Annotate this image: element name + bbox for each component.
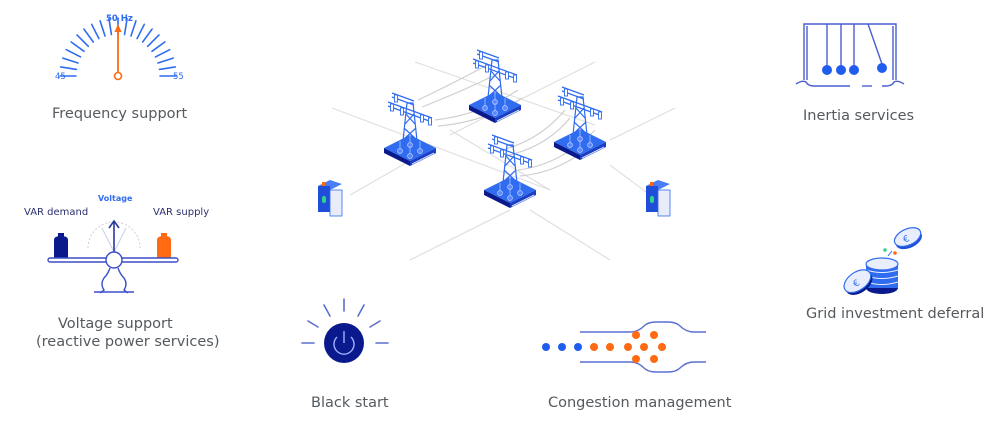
var-demand-label: VAR demand <box>24 207 89 218</box>
gauge-tick <box>154 48 171 58</box>
coin-stack-icon: € € <box>843 227 922 295</box>
power-wires <box>417 64 599 177</box>
congestion-management-label: Congestion management <box>548 395 732 411</box>
gauge-tick <box>136 23 146 40</box>
balance-scale-icon <box>47 219 179 294</box>
flow-dot-orange <box>632 355 640 363</box>
gauge-tick <box>62 57 79 64</box>
gauge-tick <box>59 66 78 71</box>
gauge-tick <box>108 17 113 36</box>
inertia-services-label: Inertia services <box>803 108 915 124</box>
black-start-label: Black start <box>311 395 389 411</box>
transmission-tower <box>554 86 606 160</box>
frequency-support-label: Frequency support <box>52 106 188 122</box>
gauge-tick <box>123 17 128 36</box>
congestion-flow-icon <box>542 321 706 373</box>
flow-dot-blue <box>574 343 582 351</box>
cradle-ball <box>849 65 859 75</box>
flow-dot-blue <box>542 343 550 351</box>
gauge-tick <box>158 66 177 71</box>
var-supply-weight <box>161 233 167 238</box>
gauge-min-label: 45 <box>55 72 66 82</box>
flow-dot-orange <box>632 331 640 339</box>
gauge-tick <box>76 34 90 48</box>
gauge-max-label: 55 <box>173 72 184 82</box>
gauge-tick <box>90 23 100 40</box>
gauge-tick <box>65 48 82 58</box>
gauge-tick <box>141 28 153 43</box>
transmission-tower <box>384 92 436 166</box>
transmission-grid-icon <box>318 49 676 261</box>
gauge-tick <box>83 28 95 43</box>
flow-dot-orange <box>606 343 614 351</box>
grid-investment-deferral-label: Grid investment deferral <box>806 306 985 322</box>
var-demand-weight <box>58 233 64 238</box>
newtons-cradle-icon <box>795 23 905 87</box>
voltage-top-label: Voltage <box>98 194 133 203</box>
gauge-hub <box>113 71 123 81</box>
flow-dot-orange <box>650 331 658 339</box>
gauge-tick <box>157 57 174 64</box>
cradle-ball <box>822 65 832 75</box>
battery-left <box>318 180 343 217</box>
transmission-tower <box>469 49 521 123</box>
frequency-gauge-icon <box>59 17 177 81</box>
gauge-tick <box>99 20 106 37</box>
voltage-support-label-line2: (reactive power services) <box>36 334 220 350</box>
cradle-ball <box>836 65 846 75</box>
flow-dot-blue <box>558 343 566 351</box>
flow-dot-orange <box>640 343 648 351</box>
var-supply-label: VAR supply <box>153 207 210 218</box>
flow-dot-orange <box>658 343 666 351</box>
battery-right <box>646 180 671 217</box>
gauge-tick <box>70 41 85 53</box>
gauge-tick <box>130 20 137 37</box>
grid-lines <box>331 61 676 261</box>
svg-text:€: € <box>852 278 863 290</box>
euro-coin-leaning: € <box>843 269 873 295</box>
flow-dot-orange <box>590 343 598 351</box>
gauge-top-label: 50 Hz <box>106 14 133 24</box>
gauge-tick <box>146 34 160 48</box>
svg-text:€: € <box>902 234 912 246</box>
flow-dot-orange <box>650 355 658 363</box>
euro-coin-flying: € <box>893 227 922 250</box>
gauge-tick <box>151 41 166 53</box>
cradle-ball <box>877 63 887 73</box>
flow-dot-orange <box>624 343 632 351</box>
power-button-icon <box>301 298 389 363</box>
voltage-support-label-line1: Voltage support <box>58 316 173 332</box>
transmission-tower <box>484 134 536 208</box>
